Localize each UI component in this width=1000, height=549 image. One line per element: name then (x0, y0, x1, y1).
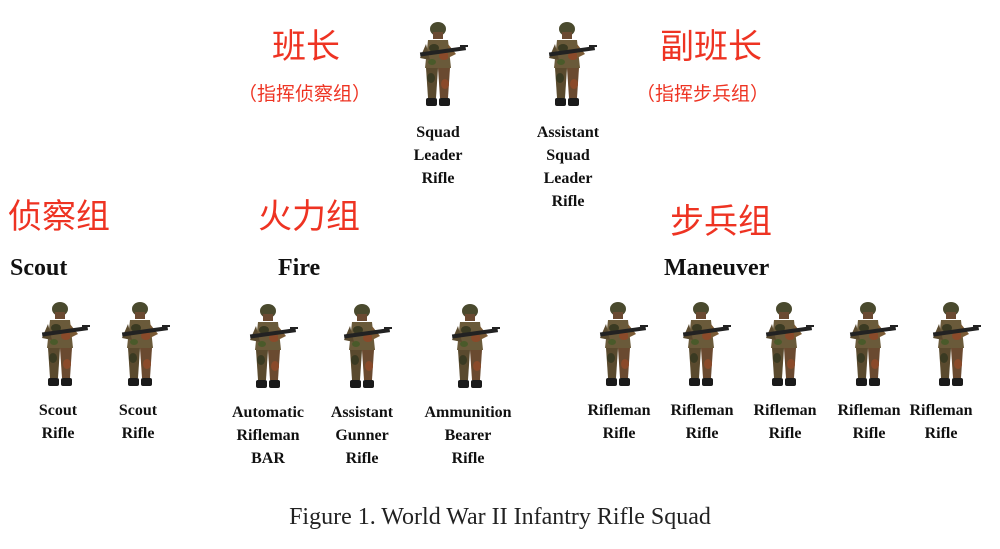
squad-leader-cn-label: 班长 (272, 27, 340, 67)
scout-team-cn-label: 侦察组 (8, 197, 110, 237)
rifleman-2-soldier-icon (671, 300, 735, 388)
squad-leader-soldier-icon (408, 20, 472, 108)
fire-team-cn-label: 火力组 (258, 197, 360, 237)
scout-1-soldier-icon (30, 300, 94, 388)
rifleman-1-soldier-icon (588, 300, 652, 388)
rifleman-3-soldier-icon (754, 300, 818, 388)
automatic-rifleman-soldier-icon (238, 302, 302, 390)
rifleman-4-soldier-icon (838, 300, 902, 388)
team-header-fire: Fire (278, 255, 321, 281)
maneuver-team-cn-label: 步兵组 (670, 202, 772, 242)
assistant-squad-leader-soldier-icon (537, 20, 601, 108)
squad-leader-cn-sublabel: （指挥侦察组） (238, 83, 372, 105)
assistant-gunner-soldier-icon (332, 302, 396, 390)
assistant-leader-cn-sublabel: （指挥步兵组） (636, 83, 770, 105)
team-header-maneuver: Maneuver (664, 255, 770, 281)
scout-2-soldier-icon (110, 300, 174, 388)
team-header-scout: Scout (10, 255, 68, 281)
figure-caption: Figure 1. World War II Infantry Rifle Sq… (289, 504, 711, 530)
ammunition-bearer-soldier-icon (440, 302, 504, 390)
assistant-leader-cn-label: 副班长 (660, 27, 762, 67)
rifleman-5-soldier-icon (921, 300, 985, 388)
